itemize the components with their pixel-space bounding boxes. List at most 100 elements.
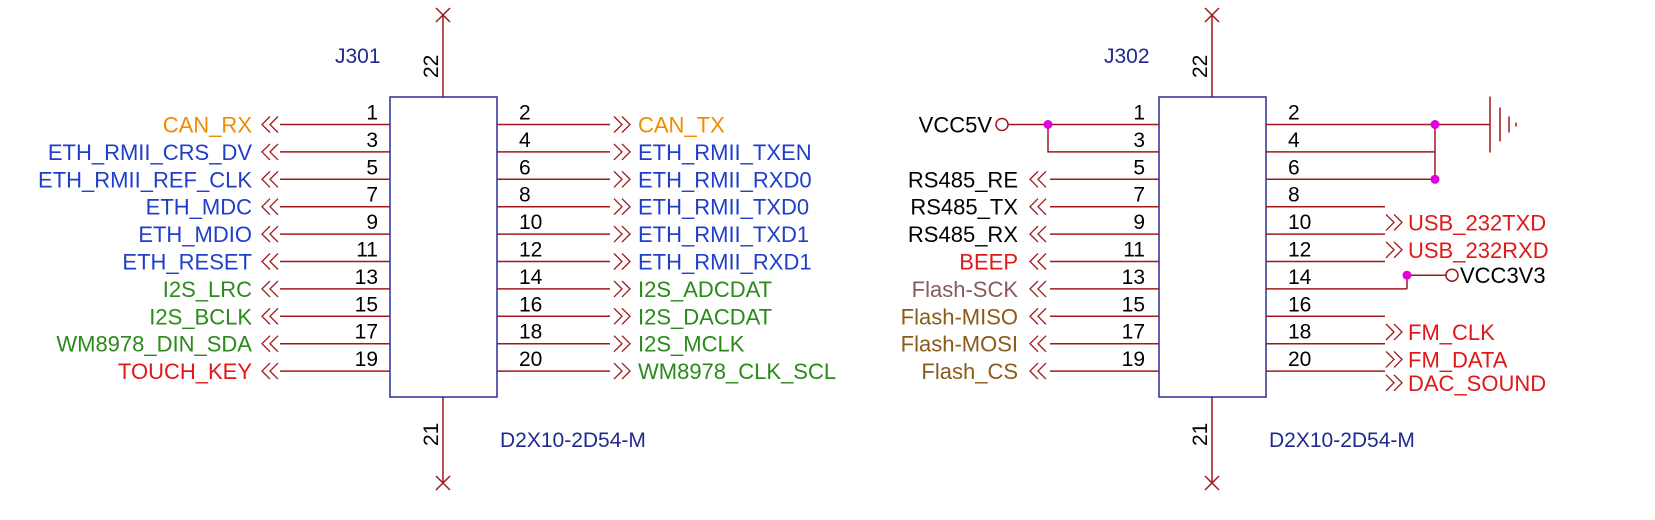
pin-number: 3: [1133, 129, 1145, 152]
net-label: USB_232TXD: [1408, 210, 1546, 235]
net-label: Flash-MISO: [901, 304, 1018, 329]
net-port-icon: [1029, 362, 1047, 380]
pin-number: 16: [519, 293, 542, 316]
power-port-icon: [995, 117, 1009, 132]
net-port-icon: [613, 280, 631, 298]
ref-designator: J302: [1104, 45, 1150, 68]
net-label: DAC_SOUND: [1408, 371, 1546, 396]
net-label: Flash-SCK: [912, 277, 1019, 302]
net-port-icon: [613, 170, 631, 188]
net-label: WM8978_CLK_SCL: [638, 359, 836, 384]
net-label: FM_CLK: [1408, 320, 1495, 345]
net-port-icon: [261, 307, 279, 325]
pin-number: 11: [356, 239, 378, 262]
net-port-icon: [1029, 198, 1047, 216]
no-connect-x-icon: [435, 475, 451, 491]
pin-number: 5: [1133, 156, 1145, 179]
no-connect-x-icon: [435, 7, 451, 23]
net-label: I2S_LRC: [163, 277, 252, 302]
pin-number: 15: [355, 293, 378, 316]
connector-body: [389, 96, 498, 398]
net-port-icon: [613, 253, 631, 270]
pin-number: 7: [1133, 184, 1145, 207]
ref-designator: J301: [335, 45, 381, 68]
connector-j301[interactable]: 22 21 J301 D2X10-2D54-M 1CAN_RX3ETH_RMII…: [38, 7, 836, 491]
pin-number: 4: [519, 129, 531, 152]
pin-21-number: 21: [420, 423, 443, 446]
pin-number: 1: [1133, 102, 1145, 125]
net-port-icon: [613, 335, 631, 353]
net-label: ETH_RMII_REF_CLK: [38, 167, 252, 192]
pin-22-number: 22: [1189, 55, 1212, 78]
net-port-icon: [613, 225, 631, 243]
pin-number: 14: [519, 266, 543, 289]
net-port-icon: [1029, 335, 1047, 353]
pin-number: 9: [1133, 211, 1145, 234]
net-port-icon: [1029, 225, 1047, 243]
net-label: Flash-MOSI: [901, 332, 1018, 357]
pin-number: 10: [519, 211, 542, 234]
net-port-icon: [261, 143, 279, 161]
no-connect-x-icon: [1204, 475, 1220, 491]
net-label: ETH_RMII_CRS_DV: [48, 140, 252, 165]
net-label: ETH_RMII_TXD1: [638, 222, 809, 247]
net-port-icon: [261, 335, 279, 353]
pin-number: 16: [1288, 293, 1311, 316]
junction-dot: [1402, 270, 1412, 280]
net-label: ETH_RESET: [122, 250, 252, 275]
right-pin-group: 2468101214161820USB_232TXDUSB_232RXDFM_C…: [1266, 102, 1549, 396]
pin-number: 6: [1288, 156, 1300, 179]
pin-number: 15: [1122, 293, 1145, 316]
net-label: WM8978_DIN_SDA: [56, 332, 252, 357]
net-label: I2S_MCLK: [638, 332, 745, 357]
pin-number: 2: [1288, 102, 1300, 125]
pin-number: 9: [366, 211, 378, 234]
pin-number: 10: [1288, 211, 1311, 234]
pin-number: 13: [1122, 266, 1145, 289]
pin-number: 7: [366, 184, 378, 207]
pin-number: 8: [1288, 184, 1300, 207]
pin-number: 12: [519, 239, 542, 262]
net-port-icon: [261, 362, 279, 380]
net-port-icon: [613, 116, 631, 133]
net-label: ETH_MDC: [146, 195, 252, 220]
pin-number: 5: [366, 156, 378, 179]
net-label: RS485_TX: [910, 195, 1018, 220]
net-port-icon: [1385, 213, 1403, 231]
net-port-icon: [1029, 170, 1047, 188]
net-port-icon: [1029, 280, 1047, 298]
net-port-icon: [1385, 350, 1403, 368]
net-label: ETH_RMII_RXD0: [638, 167, 812, 192]
net-label: RS485_RX: [908, 222, 1018, 247]
net-label: VCC3V3: [1460, 263, 1546, 288]
pin-number: 3: [366, 129, 378, 152]
net-port-icon: [261, 170, 279, 188]
pin-number: 18: [519, 321, 542, 344]
pin-number: 19: [1122, 348, 1145, 371]
net-port-icon: [261, 225, 279, 243]
net-label: Flash_CS: [921, 359, 1018, 384]
net-port-icon: [1385, 374, 1403, 392]
connector-j302[interactable]: 22 21 J302 D2X10-2D54-M 1VCC5V35RS485_RE…: [901, 7, 1549, 491]
net-port-icon: [1385, 323, 1403, 341]
net-port-icon: [261, 116, 279, 133]
net-label: CAN_TX: [638, 113, 725, 138]
pin-number: 1: [366, 102, 378, 125]
net-port-icon: [1029, 307, 1047, 325]
part-value: D2X10-2D54-M: [500, 429, 646, 452]
net-label: I2S_ADCDAT: [638, 277, 772, 302]
junction-dot: [1430, 174, 1440, 184]
net-label: CAN_RX: [163, 113, 253, 138]
net-port-icon: [613, 198, 631, 216]
power-wire: [1406, 274, 1446, 289]
left-pin-group: 1 CAN_RX 3 ETH_RMII_CRS_DV 5 ETH_RMII_REF_CLK…: [38, 102, 390, 384]
pin-number: 14: [1288, 266, 1312, 289]
junction-dot: [1043, 120, 1053, 129]
pin-number: 17: [1122, 321, 1145, 344]
net-port-icon: [613, 307, 631, 325]
pin-21-number: 21: [1189, 423, 1212, 446]
net-label: ETH_RMII_TXEN: [638, 140, 812, 165]
pin-number: 20: [1288, 348, 1311, 371]
